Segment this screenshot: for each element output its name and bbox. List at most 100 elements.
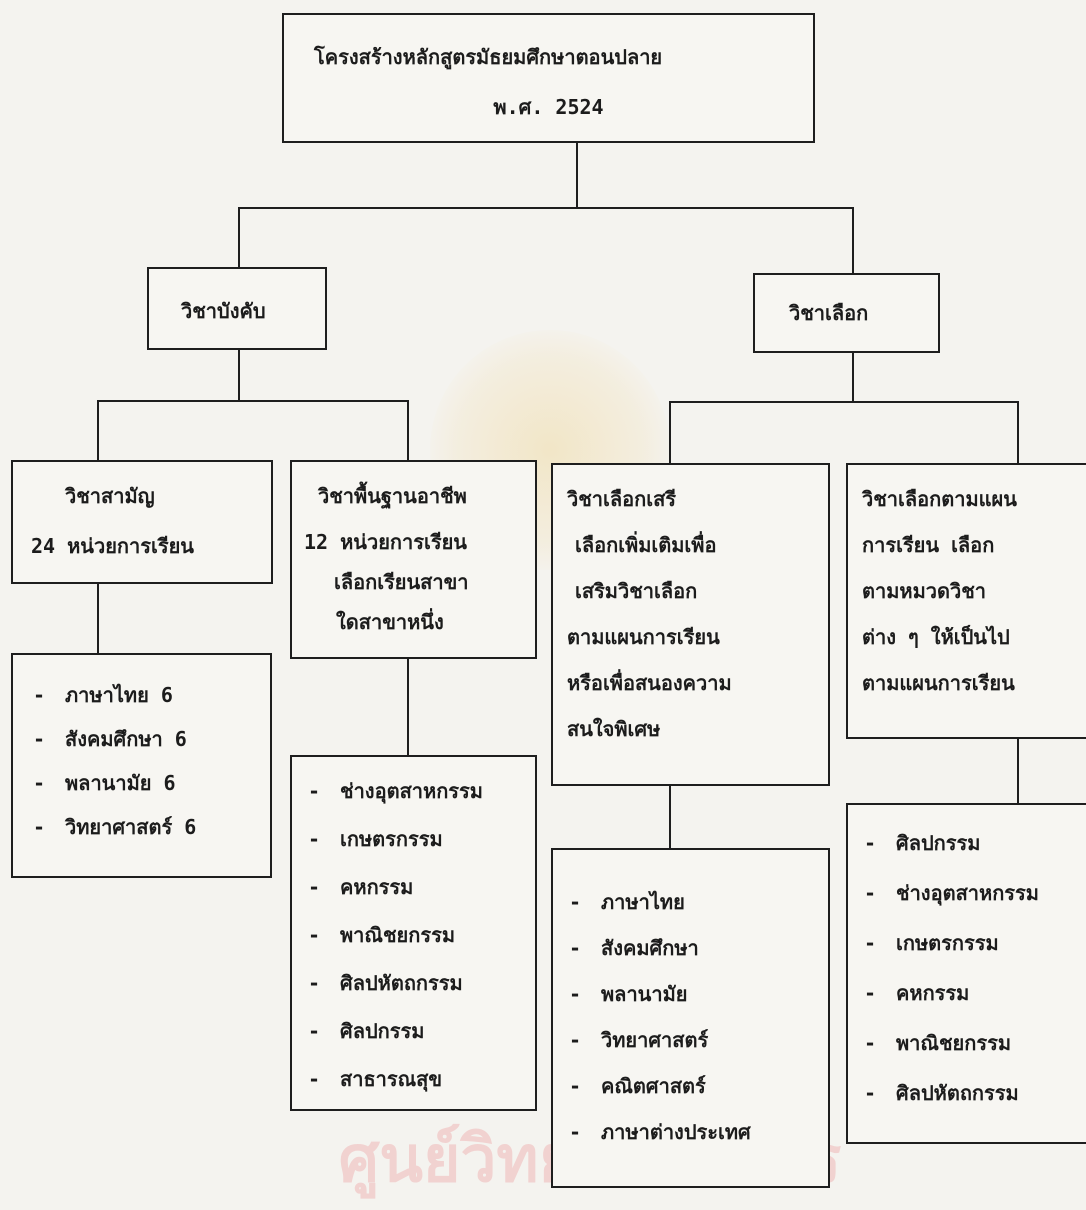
list-item: -วิทยาศาสตร์ 6	[33, 809, 270, 845]
list-item-text: ช่างอุตสาหกรรม	[340, 779, 483, 803]
list-dash: -	[33, 727, 46, 751]
list-item-text: ภาษาไทย 6	[65, 683, 173, 707]
plan-elective-desc-1: การเรียน เลือก	[862, 533, 995, 557]
plan-elective-node: วิชาเลือกตามแผน การเรียน เลือก ตามหมวดวิ…	[846, 463, 1086, 739]
list-dash: -	[569, 890, 582, 914]
elective-title: วิชาเลือก	[789, 301, 869, 325]
connector	[669, 785, 671, 849]
list-item-text: คหกรรม	[340, 875, 414, 899]
plan-elective-desc-3: ต่าง ๆ ให้เป็นไป	[862, 625, 1010, 649]
list-dash: -	[308, 779, 321, 803]
list-dash: -	[864, 831, 877, 855]
list-item: -เกษตรกรรม	[864, 925, 1086, 961]
list-dash: -	[308, 827, 321, 851]
list-item: -คณิตศาสตร์	[569, 1068, 828, 1104]
list-item-text: คณิตศาสตร์	[601, 1074, 706, 1098]
connector	[1017, 738, 1019, 804]
list-item: -เกษตรกรรม	[308, 821, 535, 857]
list-item: -พลานามัย	[569, 976, 828, 1012]
free-elective-desc-1: เลือกเพิ่มเติมเพื่อ	[575, 533, 717, 557]
list-item: -พาณิชยกรรม	[308, 917, 535, 953]
list-dash: -	[864, 981, 877, 1005]
list-item: -คหกรรม	[308, 869, 535, 905]
list-dash: -	[864, 881, 877, 905]
list-item: -ภาษาไทย 6	[33, 677, 270, 713]
list-dash: -	[308, 1019, 321, 1043]
list-item: -สาธารณสุข	[308, 1061, 535, 1097]
list-item-text: พลานามัย 6	[65, 771, 176, 795]
list-item-text: พาณิชยกรรม	[340, 923, 456, 947]
list-item-text: สังคมศึกษา 6	[65, 727, 187, 751]
compulsory-title: วิชาบังคับ	[181, 299, 266, 323]
vocational-note-2: ใดสาขาหนึ่ง	[336, 610, 444, 634]
list-item: -ภาษาต่างประเทศ	[569, 1114, 828, 1150]
list-item: -ศิลปหัตถกรรม	[308, 965, 535, 1001]
plan-elective-desc-2: ตามหมวดวิชา	[862, 579, 987, 603]
list-dash: -	[308, 1067, 321, 1091]
vocational-note-1: เลือกเรียนสาขา	[334, 570, 469, 594]
list-dash: -	[33, 771, 46, 795]
list-dash: -	[33, 815, 46, 839]
list-item-text: ช่างอุตสาหกรรม	[896, 881, 1039, 905]
list-item-text: วิทยาศาสตร์	[601, 1028, 709, 1052]
list-item-text: พลานามัย	[601, 982, 688, 1006]
list-item: -ศิลปหัตถกรรม	[864, 1075, 1086, 1111]
list-item-text: สังคมศึกษา	[601, 936, 699, 960]
list-dash: -	[864, 1081, 877, 1105]
list-item: -ช่างอุตสาหกรรม	[308, 773, 535, 809]
connector	[97, 583, 99, 653]
list-item-text: ภาษาไทย	[601, 890, 685, 914]
free-elective-desc-3: ตามแผนการเรียน	[567, 625, 720, 649]
vocational-base-node: วิชาพื้นฐานอาชีพ 12 หน่วยการเรียน เลือกเ…	[290, 460, 537, 659]
connector	[407, 658, 409, 756]
list-item-text: เกษตรกรรม	[340, 827, 443, 851]
connector	[238, 207, 854, 209]
list-item-text: คหกรรม	[896, 981, 970, 1005]
list-item: -สังคมศึกษา	[569, 930, 828, 966]
general-units: 24 หน่วยการเรียน	[31, 534, 194, 558]
connector	[1017, 401, 1019, 463]
list-item: -สังคมศึกษา 6	[33, 721, 270, 757]
compulsory-node: วิชาบังคับ	[147, 267, 327, 350]
list-item-text: ศิลปหัตถกรรม	[340, 971, 463, 995]
general-subjects-node: วิชาสามัญ 24 หน่วยการเรียน	[11, 460, 273, 584]
list-dash: -	[308, 971, 321, 995]
connector	[407, 400, 409, 460]
connector	[238, 207, 240, 267]
list-item-text: เกษตรกรรม	[896, 931, 999, 955]
connector	[238, 349, 240, 401]
plan-elective-desc-4: ตามแผนการเรียน	[862, 671, 1015, 695]
connector	[852, 352, 854, 402]
list-item-text: ศิลปกรรม	[340, 1019, 425, 1043]
root-node: โครงสร้างหลักสูตรมัธยมศึกษาตอนปลาย พ.ศ. …	[282, 13, 815, 143]
list-item: -ช่างอุตสาหกรรม	[864, 875, 1086, 911]
general-subjects-list: -ภาษาไทย 6 -สังคมศึกษา 6 -พลานามัย 6 -วิ…	[11, 653, 272, 878]
free-elective-title: วิชาเลือกเสรี	[567, 487, 677, 511]
general-title: วิชาสามัญ	[65, 484, 155, 508]
list-item-text: พาณิชยกรรม	[896, 1031, 1012, 1055]
connector	[576, 142, 578, 208]
free-elective-desc-2: เสริมวิชาเลือก	[575, 579, 698, 603]
root-title: โครงสร้างหลักสูตรมัธยมศึกษาตอนปลาย	[314, 45, 663, 69]
list-item-text: สาธารณสุข	[340, 1067, 443, 1091]
root-year: พ.ศ. 2524	[493, 95, 604, 119]
free-elective-desc-4: หรือเพื่อสนองความ	[567, 671, 732, 695]
list-item-text: ศิลปหัตถกรรม	[896, 1081, 1019, 1105]
list-dash: -	[308, 875, 321, 899]
free-elective-list: -ภาษาไทย -สังคมศึกษา -พลานามัย -วิทยาศาส…	[551, 848, 830, 1188]
free-elective-node: วิชาเลือกเสรี เลือกเพิ่มเติมเพื่อ เสริมว…	[551, 463, 830, 786]
list-dash: -	[569, 1074, 582, 1098]
list-item: -พาณิชยกรรม	[864, 1025, 1086, 1061]
list-item-text: ภาษาต่างประเทศ	[601, 1120, 751, 1144]
vocational-title: วิชาพื้นฐานอาชีพ	[318, 484, 467, 508]
list-dash: -	[569, 1028, 582, 1052]
connector	[669, 401, 671, 463]
list-dash: -	[569, 982, 582, 1006]
list-item: -พลานามัย 6	[33, 765, 270, 801]
connector	[97, 400, 99, 460]
connector	[97, 400, 409, 402]
list-dash: -	[864, 1031, 877, 1055]
plan-elective-list: -ศิลปกรรม -ช่างอุตสาหกรรม -เกษตรกรรม -คห…	[846, 803, 1086, 1144]
vocational-units: 12 หน่วยการเรียน	[304, 530, 467, 554]
plan-elective-title: วิชาเลือกตามแผน	[862, 487, 1017, 511]
